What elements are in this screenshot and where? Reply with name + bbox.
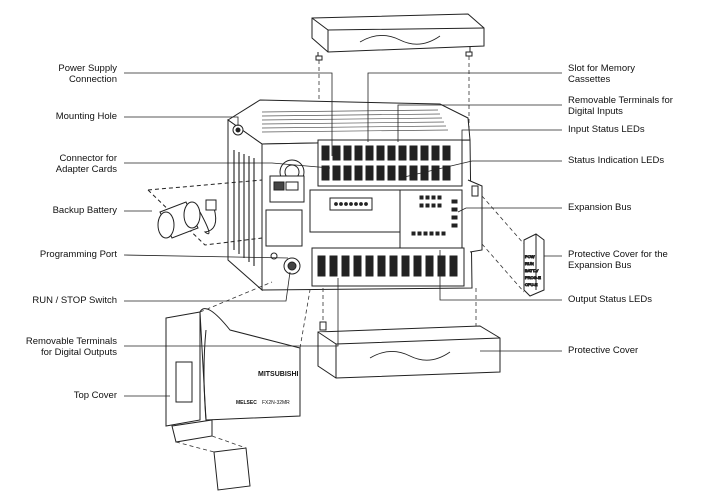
label-line: for Digital Outputs: [40, 347, 117, 358]
leader-lines: [123, 72, 562, 397]
label-backup-battery: Backup Battery: [53, 205, 117, 216]
label-line: Slot for Memory: [568, 63, 636, 74]
cover-led-text: CPU-E: [525, 282, 538, 287]
side-vent-fins: [233, 150, 255, 266]
expansion-cover-guide-lines: [481, 195, 525, 293]
bottom-protective-cover: [317, 321, 501, 379]
label-line: Status Indication LEDs: [568, 155, 665, 166]
top-protective-cover: [311, 13, 485, 61]
leader-expansion-bus: [457, 207, 562, 213]
label-removable-terminals-outputs: Removable Terminals for Digital Outputs: [26, 336, 117, 358]
backup-battery-drawing: [147, 179, 263, 246]
leader-connector-adapter: [124, 162, 331, 169]
leader-slot-memory: [367, 72, 562, 142]
label-line: Expansion Bus: [568, 202, 632, 213]
label-line: Backup Battery: [52, 205, 117, 216]
model-text: FX2N-32MR: [262, 400, 290, 406]
leader-mounting-hole: [124, 116, 239, 126]
label-line: Connector for: [59, 153, 117, 164]
top-cover-guide-lines: [175, 281, 311, 453]
label-line: Protective Cover: [568, 345, 639, 356]
input-terminal-block: [317, 139, 463, 187]
label-protective-cover-expansion-bus: Protective Cover for the Expansion Bus: [568, 249, 668, 271]
label-line: Protective Cover for the: [568, 249, 668, 260]
cover-led-text: POW: [525, 254, 535, 259]
label-connector-adapter-cards: Connector for Adapter Cards: [56, 153, 117, 175]
label-slot-memory-cassettes: Slot for Memory Cassettes: [568, 63, 635, 85]
leader-terminals-outputs: [124, 278, 339, 347]
label-line: Top Cover: [73, 390, 117, 401]
output-terminal-block: [311, 247, 465, 287]
leader-programming-port: [123, 254, 289, 259]
label-line: Output Status LEDs: [568, 294, 652, 305]
brand-logo-text: MITSUBISHI: [258, 371, 299, 378]
label-line: Expansion Bus: [568, 260, 632, 271]
label-removable-terminals-inputs: Removable Terminals for Digital Inputs: [568, 95, 673, 117]
label-output-status-leds: Output Status LEDs: [568, 294, 652, 305]
label-line: Connection: [68, 74, 117, 85]
label-expansion-bus: Expansion Bus: [568, 202, 631, 213]
label-line: Input Status LEDs: [568, 124, 645, 135]
leader-terminals-inputs: [397, 104, 562, 142]
cover-led-text: PROG-E: [525, 275, 541, 280]
leader-input-leds: [461, 129, 562, 140]
series-mark-text: MELSEC: [236, 400, 257, 406]
leader-output-leds: [439, 250, 562, 301]
label-line: Mounting Hole: [55, 111, 117, 122]
leader-run-stop: [124, 271, 291, 302]
label-line: RUN / STOP Switch: [32, 295, 117, 306]
label-mounting-hole: Mounting Hole: [56, 111, 117, 122]
label-run-stop-switch: RUN / STOP Switch: [32, 295, 117, 306]
label-status-indication-leds: Status Indication LEDs: [568, 155, 664, 166]
label-line: Removable Terminals: [25, 336, 117, 347]
bottom-cover-guide-lines: [322, 288, 477, 326]
top-vent-fins: [261, 109, 449, 133]
cover-led-text: RUN: [525, 261, 534, 266]
label-line: Cassettes: [568, 74, 611, 85]
label-input-status-leds: Input Status LEDs: [568, 124, 645, 135]
label-programming-port: Programming Port: [40, 249, 117, 260]
label-line: Digital Inputs: [568, 106, 623, 117]
label-line: Power Supply: [58, 63, 117, 74]
top-cover-drawing: [165, 308, 301, 491]
plc-main-body: [227, 99, 483, 292]
expansion-bus-cover: POW RUN BATT.V PROG-E CPU-E: [523, 233, 545, 297]
label-line: Adapter Cards: [55, 164, 117, 175]
leader-power-supply: [124, 72, 333, 156]
label-line: Removable Terminals for: [568, 95, 673, 106]
label-protective-cover: Protective Cover: [568, 345, 638, 356]
leader-status-leds: [399, 160, 562, 179]
label-power-supply-connection: Power Supply Connection: [58, 63, 117, 85]
label-top-cover: Top Cover: [74, 390, 117, 401]
label-line: Programming Port: [39, 249, 117, 260]
cover-led-text: BATT.V: [525, 268, 539, 273]
